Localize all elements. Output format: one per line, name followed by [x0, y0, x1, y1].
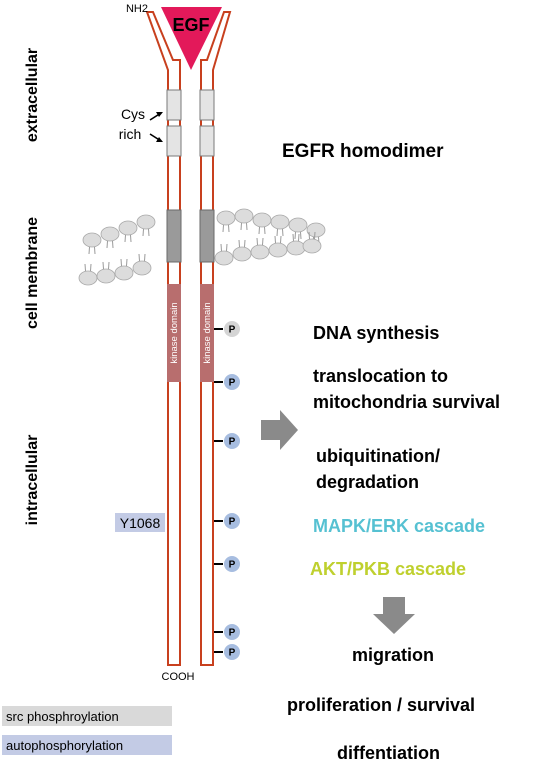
kinase-domain-right-label: kinase domain [202, 302, 213, 363]
lipid-head [288, 217, 308, 233]
outcome-translocation-line2: mitochondria survival [313, 392, 500, 412]
lipid-head [270, 214, 290, 230]
nh2-label: NH2 [126, 3, 148, 15]
down-arrow-icon [373, 597, 415, 634]
cys-rich-domains [166, 89, 215, 157]
phosphate-label: P [229, 325, 236, 336]
phosphate-label: P [229, 628, 236, 639]
lipid-head [114, 265, 134, 281]
lipid-head [234, 208, 254, 224]
region-intracellular: intracellular [24, 435, 41, 526]
region-extracellular: extracellular [24, 48, 41, 142]
cys-arrow-1-head [156, 112, 163, 117]
legend-src-swatch [2, 706, 172, 726]
lipid-head [100, 226, 120, 242]
y1068-label: Y1068 [120, 515, 161, 531]
lipid-head [82, 232, 102, 248]
lipid-head [78, 270, 98, 286]
lipid-head [286, 240, 306, 256]
egf-label: EGF [172, 15, 209, 35]
lipid-head [250, 244, 270, 260]
lipid-bilayer [78, 208, 326, 286]
lipid-head [252, 212, 272, 228]
kinase-domain-left: kinase domain [167, 284, 181, 382]
lipid-head [268, 242, 288, 258]
phosphate-circle [224, 624, 240, 640]
phosphate-label: P [229, 648, 236, 659]
phosphate-label: P [229, 437, 236, 448]
legend: src phosphroylation autophosphorylation [2, 706, 172, 755]
lipid-head [132, 260, 152, 276]
cys-arrow-2-head [156, 137, 163, 142]
outcome-migration: migration [352, 645, 434, 665]
outcome-proliferation-survival: proliferation / survival [287, 695, 475, 715]
phosphate-circle [224, 433, 240, 449]
cooh-label: COOH [162, 671, 195, 683]
outcome-differentiation: diffentiation [337, 743, 440, 763]
transmembrane-domains [166, 209, 215, 263]
phosphate-circle [224, 556, 240, 572]
lipid-head [306, 222, 326, 238]
phosphate-circle [224, 644, 240, 660]
legend-auto-label: autophosphorylation [6, 738, 123, 753]
kinase-domain-right: kinase domain [200, 284, 214, 382]
right-arrow-icon [261, 410, 298, 450]
outcome-ubiquitination-line2: degradation [316, 472, 419, 492]
egfr-homodimer-title: EGFR homodimer [282, 141, 444, 162]
y1068-highlight [115, 513, 165, 532]
phosphate-circle [224, 374, 240, 390]
cys-label: Cys [121, 106, 145, 122]
outcome-akt-cascade: AKT/PKB cascade [310, 559, 466, 579]
rich-label: rich [119, 126, 142, 142]
kinase-domain-left-label: kinase domain [169, 302, 180, 363]
legend-auto-swatch [2, 735, 172, 755]
phosphate-label: P [229, 378, 236, 389]
phosphate-label: P [229, 517, 236, 528]
phosphate-circle [224, 513, 240, 529]
lipid-head [216, 210, 236, 226]
lipid-head [302, 238, 322, 254]
lipid-head [136, 214, 156, 230]
outcome-ubiquitination-line1: ubiquitination/ [316, 446, 440, 466]
outcome-translocation-line1: translocation to [313, 366, 448, 386]
receptor-right-chain [200, 11, 232, 666]
legend-src-label: src phosphroylation [6, 709, 119, 724]
phosphate-circle [224, 321, 240, 337]
lipid-head [96, 268, 116, 284]
outcome-mapk-cascade: MAPK/ERK cascade [313, 516, 485, 536]
egf-ligand-triangle [161, 7, 222, 70]
phosphate-label: P [229, 560, 236, 571]
lipid-head [214, 250, 234, 266]
lipid-head [232, 246, 252, 262]
outcome-dna-synthesis: DNA synthesis [313, 323, 439, 343]
region-cell-membrane: cell membrane [24, 217, 41, 329]
lipid-head [118, 220, 138, 236]
receptor-right-outline [200, 11, 232, 666]
